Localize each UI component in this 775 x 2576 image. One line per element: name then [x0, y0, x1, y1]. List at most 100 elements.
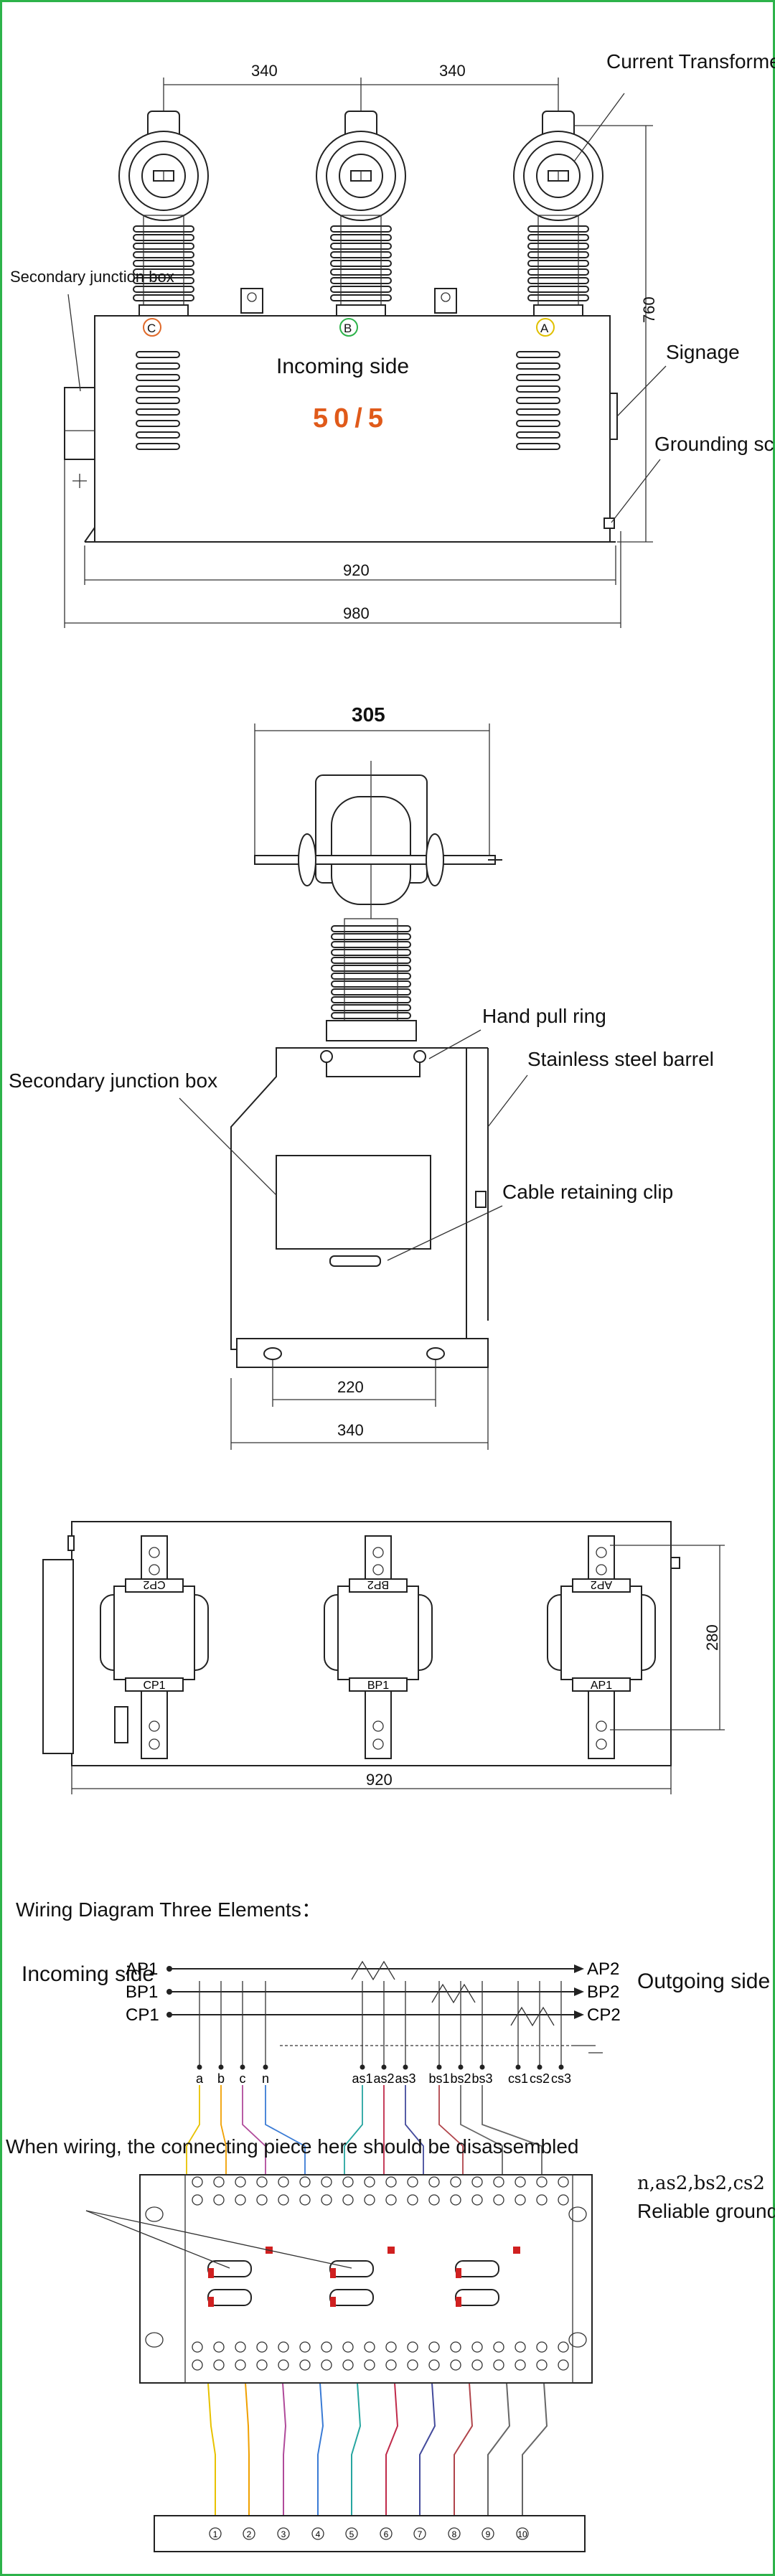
ct-top-label: CP2 [143, 1578, 165, 1591]
terminal-label: bs3 [471, 2071, 492, 2086]
bottom-terminal-label: 3 [281, 2529, 286, 2539]
dim-top: 305 [352, 703, 385, 726]
callout-pull-ring: Hand pull ring [482, 1005, 606, 1027]
link-piece-3 [455, 2247, 520, 2307]
front-view-drawing: 340 340 C B A Incoming side 50/5 760 920… [10, 50, 775, 628]
phase-label-a: A [540, 322, 549, 335]
link-piece-2 [329, 2247, 395, 2307]
dim-base: 920 [343, 561, 370, 579]
terminal-c: c [240, 1981, 246, 2086]
dim-bottom: 340 [337, 1421, 364, 1439]
bus-output-label: AP2 [587, 1959, 619, 1979]
callout-grounding: Grounding screw [654, 433, 775, 455]
terminal-cs3: cs3 [551, 1981, 571, 2086]
upper-wire [265, 2085, 306, 2175]
note-grounding-terminals: n,as2,bs2,cs2 [637, 2173, 765, 2194]
note-wiring: When wiring, the connecting piece here s… [6, 2135, 578, 2158]
wiring-diagram: Wiring Diagram Three Elements： Incoming … [6, 1898, 775, 2552]
callout-barrel: Stainless steel barrel [527, 1048, 714, 1070]
ct-bottom-label: AP1 [591, 1680, 612, 1692]
terminal-bs1: bs1 [428, 1981, 450, 2086]
callout-ct: Current Transformer [606, 50, 775, 72]
terminal-label: cs3 [551, 2071, 571, 2086]
terminal-label: as1 [352, 2071, 372, 2086]
wire-2 [245, 2382, 250, 2516]
insulator-3 [513, 111, 603, 317]
wire-10 [522, 2382, 548, 2516]
upper-wire [438, 2085, 464, 2175]
svg-text:Current Transformer: Current Transformer [606, 50, 775, 72]
terminal-as1: as1 [352, 1981, 373, 2086]
callout-signage: Signage [666, 341, 740, 363]
terminal-label: as2 [373, 2071, 394, 2086]
bottom-terminal-strip [154, 2515, 586, 2552]
bottom-terminal-label: 5 [349, 2529, 354, 2539]
dim-depth: 280 [703, 1624, 721, 1651]
terminal-label: a [196, 2071, 204, 2086]
note-grounding: Reliable grounding is required [637, 2200, 775, 2222]
insulator-2 [316, 111, 406, 317]
upper-wire [460, 2085, 503, 2175]
dim-spacing-right: 340 [439, 62, 466, 80]
terminal-label: bs1 [428, 2071, 449, 2086]
wire-8 [454, 2382, 474, 2516]
terminal-label: b [217, 2071, 225, 2086]
terminal-bs2: bs2 [450, 1981, 471, 2086]
terminal-label: cs2 [530, 2071, 550, 2086]
terminal-n: n [262, 1981, 269, 2086]
dim-inner: 220 [337, 1378, 364, 1396]
terminal-label: bs2 [450, 2071, 471, 2086]
ct-bottom-label: CP1 [143, 1680, 165, 1692]
wire-5 [351, 2382, 362, 2516]
wire-7 [419, 2382, 436, 2516]
wire-9 [487, 2382, 511, 2516]
bottom-terminal-label: 8 [452, 2529, 457, 2539]
bus-input-label: AP1 [126, 1959, 158, 1979]
ct-top-label: BP2 [367, 1578, 389, 1591]
terminal-label: n [262, 2071, 269, 2086]
wiring-outgoing: Outgoing side [637, 1970, 770, 1993]
upper-wire [186, 2085, 200, 2175]
upper-wire [405, 2085, 424, 2175]
bottom-terminal-label: 2 [247, 2529, 252, 2539]
bottom-terminal-label: 1 [213, 2529, 218, 2539]
ratio-label: 50/5 [313, 403, 389, 434]
wiring-incoming: Incoming side [22, 1962, 154, 1986]
terminal-as2: as2 [373, 1981, 395, 2086]
dim-height: 760 [640, 296, 658, 323]
note-wiring-text: When wiring, the connecting piece here s… [6, 2135, 578, 2158]
phase-label-c: C [147, 322, 156, 335]
terminal-bs3: bs3 [471, 1981, 493, 2086]
bottom-terminal-label: 7 [418, 2529, 423, 2539]
dim-overall: 980 [343, 604, 370, 622]
terminal-cs1: cs1 [508, 1981, 528, 2086]
bottom-terminal-label: 4 [316, 2529, 321, 2539]
bottom-terminal-label: 9 [486, 2529, 491, 2539]
wire-4 [317, 2382, 324, 2516]
terminal-label: as3 [395, 2071, 415, 2086]
louvre-right [516, 351, 560, 450]
wire-3 [282, 2382, 287, 2516]
callout-junction: Secondary junction box [10, 268, 174, 286]
ct-bottom-label: BP1 [367, 1680, 389, 1692]
ct-top-label: AP2 [591, 1578, 612, 1591]
bus-output-label: BP2 [587, 1982, 619, 2002]
terminal-a: a [196, 1981, 204, 2086]
insulator-1 [118, 111, 209, 317]
upper-wire [344, 2085, 363, 2175]
upper-wire [242, 2085, 266, 2175]
link-piece-1 [207, 2247, 273, 2307]
callout-junction-text: Secondary junction box [10, 268, 174, 286]
terminal-label: c [240, 2071, 246, 2086]
dim-spacing-left: 340 [251, 62, 278, 80]
terminal-b: b [217, 1981, 225, 2086]
callout-side-junction: Secondary junction box [9, 1069, 217, 1092]
upper-wire [482, 2085, 542, 2175]
terminal-as3: as3 [395, 1981, 416, 2086]
